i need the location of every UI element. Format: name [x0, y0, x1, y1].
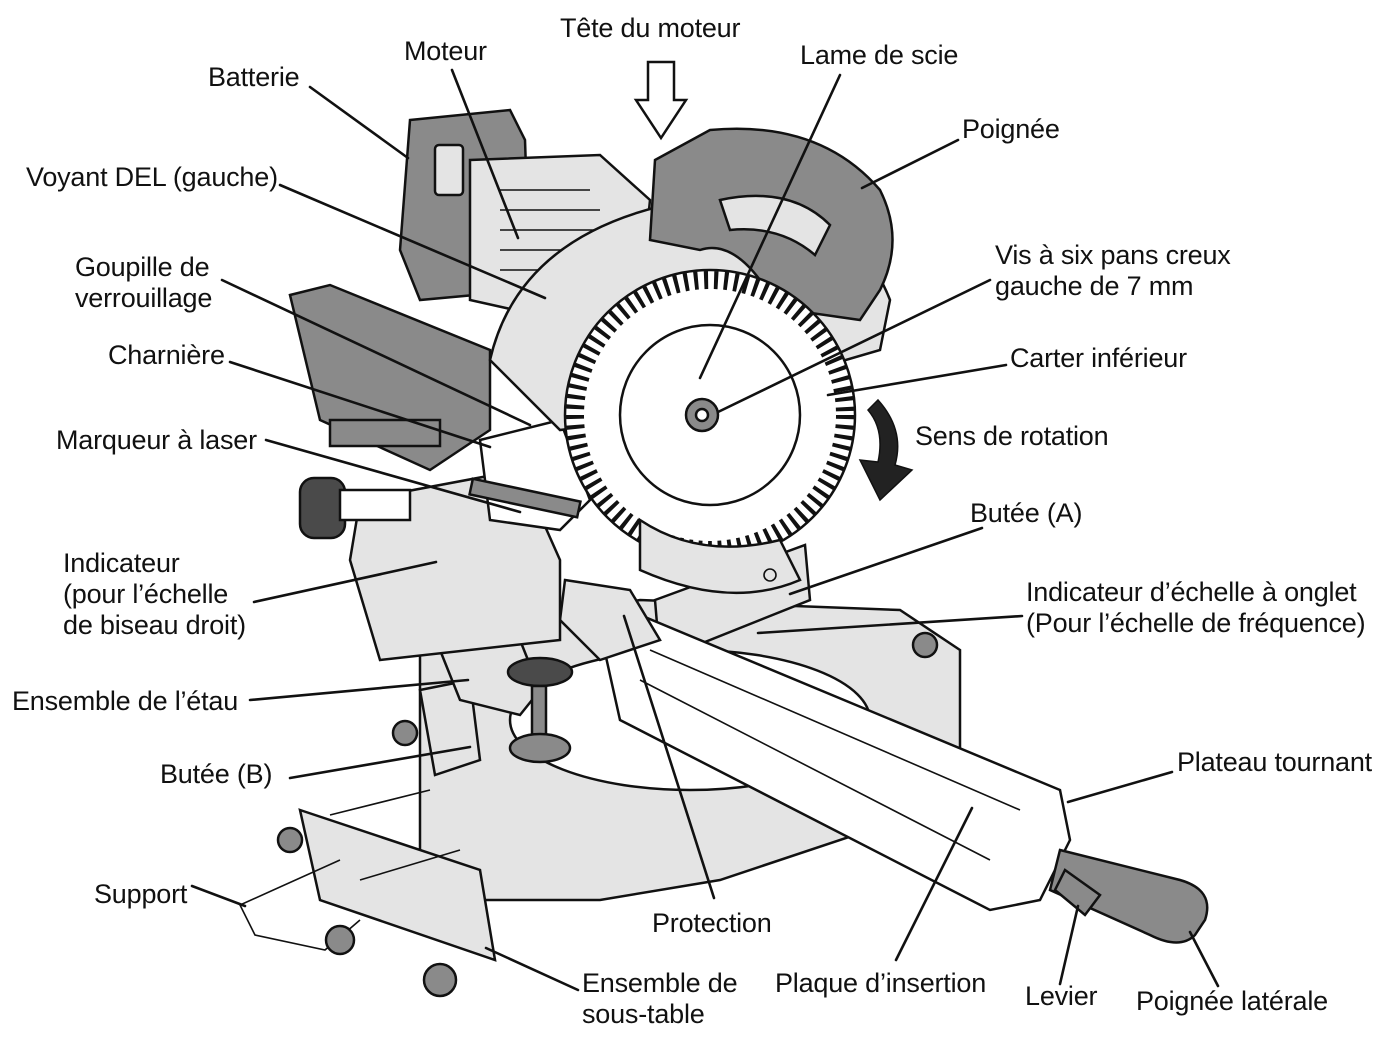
- label-etau: Ensemble de l’étau: [12, 686, 239, 716]
- lever: [1053, 868, 1102, 917]
- bevel-knob: [298, 476, 347, 540]
- label-sous-table-line2: sous-table: [582, 999, 705, 1029]
- label-charniere: Charnière: [108, 340, 225, 370]
- support-rod: [329, 789, 461, 881]
- label-vis-line1: Vis à six pans creux: [995, 240, 1231, 270]
- base-foot-left: [391, 719, 419, 747]
- leader-indicateur: [252, 560, 438, 604]
- label-sous-table-line1: Ensemble de: [582, 968, 738, 998]
- leader-voyant: [278, 183, 547, 300]
- laser-bar: [468, 477, 582, 519]
- label-onglet: Indicateur d’échelle à onglet (Pour l’éc…: [1026, 577, 1366, 639]
- support-knob-1: [276, 826, 304, 854]
- label-plateau: Plateau tournant: [1177, 747, 1372, 777]
- leader-butee-a: [788, 526, 984, 596]
- base-foot-right: [911, 631, 939, 659]
- slide-rod: [338, 488, 412, 522]
- battery-indicator: [433, 143, 465, 197]
- leader-plateau: [1066, 770, 1174, 804]
- label-butee-b: Butée (B): [160, 759, 273, 789]
- rotation-arrow: [858, 398, 914, 502]
- label-plaque: Plaque d’insertion: [775, 968, 987, 998]
- label-carter: Carter inférieur: [1010, 343, 1187, 373]
- label-indicateur-line2: (pour l’échelle: [63, 579, 229, 609]
- leader-levier: [1058, 904, 1080, 986]
- leader-vis: [716, 278, 992, 414]
- label-indicateur-line3: de biseau droit): [63, 610, 246, 640]
- label-protection: Protection: [652, 908, 772, 938]
- support-knob-2: [422, 962, 458, 998]
- motor-head-arrow: [633, 60, 689, 141]
- label-sous-table: Ensemble de sous-table: [582, 968, 738, 1030]
- label-vis-line2: gauche de 7 mm: [995, 271, 1194, 301]
- label-voyant: Voyant DEL (gauche): [26, 162, 278, 192]
- leader-charniere: [228, 360, 492, 449]
- label-vis: Vis à six pans creux gauche de 7 mm: [995, 240, 1231, 302]
- label-onglet-line2: (Pour l’échelle de fréquence): [1026, 608, 1366, 638]
- label-poignee: Poignée: [962, 114, 1060, 144]
- leader-sous-table: [484, 946, 580, 992]
- leader-protection: [622, 614, 716, 900]
- handle-grip: [718, 194, 832, 257]
- label-goupille-line1: Goupille de: [75, 252, 210, 282]
- label-goupille: Goupille de verrouillage: [75, 252, 212, 314]
- motor-vents: [500, 189, 600, 271]
- insert-plate: [639, 649, 1021, 861]
- support-knob-3: [324, 924, 356, 956]
- leader-support: [190, 884, 247, 908]
- label-goupille-line2: verrouillage: [75, 283, 213, 313]
- leader-onglet: [756, 614, 1024, 635]
- leader-poignee: [860, 138, 960, 190]
- label-tete-moteur: Tête du moteur: [560, 13, 741, 43]
- leader-poignee-laterale: [1188, 930, 1220, 988]
- label-poignee-laterale: Poignée latérale: [1136, 986, 1328, 1016]
- lower-guard: [638, 517, 802, 595]
- fence-hole: [763, 568, 777, 582]
- leader-butee-b: [288, 745, 472, 780]
- label-indicateur-line1: Indicateur: [63, 548, 180, 578]
- label-sens: Sens de rotation: [915, 421, 1109, 451]
- leader-moteur: [450, 68, 520, 240]
- label-moteur: Moteur: [404, 36, 487, 66]
- label-indicateur: Indicateur (pour l’échelle de biseau dro…: [63, 548, 246, 641]
- vise-screw: [530, 684, 548, 738]
- side-handle: [1048, 848, 1209, 944]
- sub-table-plate: [298, 808, 497, 962]
- leader-carter: [826, 363, 1008, 397]
- label-batterie: Batterie: [208, 62, 300, 92]
- leader-batterie: [308, 85, 410, 160]
- leader-lame: [698, 73, 842, 380]
- label-laser: Marqueur à laser: [56, 425, 257, 455]
- label-onglet-line1: Indicateur d’échelle à onglet: [1026, 577, 1357, 607]
- hex-bolt-center: [694, 407, 710, 423]
- vise-foot: [508, 732, 572, 764]
- vise-knob: [506, 656, 574, 688]
- label-levier: Levier: [1025, 981, 1098, 1011]
- leader-etau: [248, 678, 470, 702]
- label-butee-a: Butée (A): [970, 498, 1083, 528]
- label-support: Support: [94, 879, 188, 909]
- leader-laser: [264, 438, 522, 514]
- label-lame: Lame de scie: [800, 40, 959, 70]
- leader-goupille: [220, 278, 532, 427]
- leader-plaque: [894, 806, 974, 962]
